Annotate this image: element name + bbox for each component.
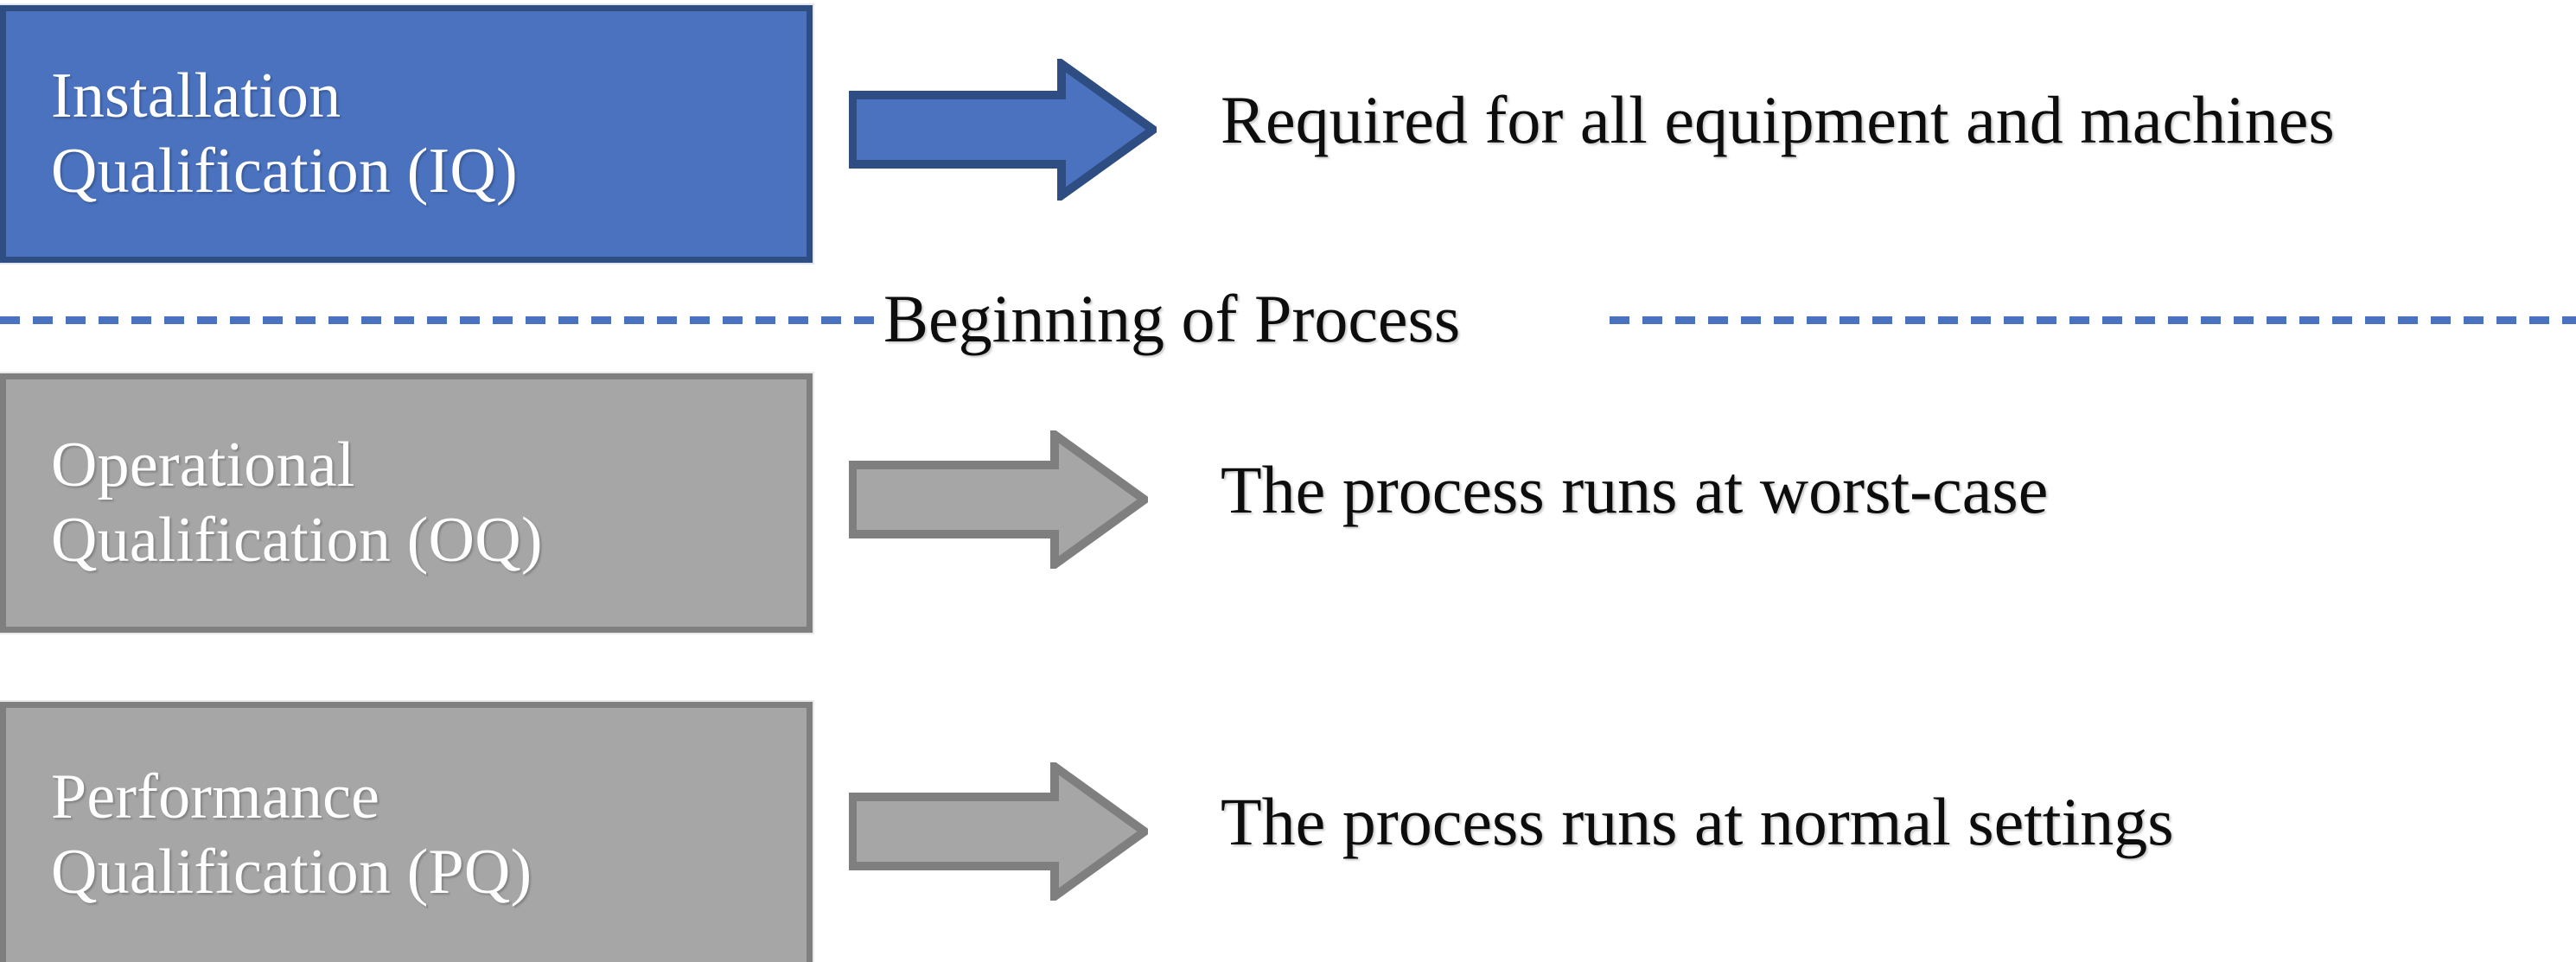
stage-box-iq-line1: Installation xyxy=(51,60,341,131)
description-oq: The process runs at worst-case xyxy=(1221,452,2049,527)
divider-label: Beginning of Process xyxy=(883,281,1461,356)
stage-box-pq-line2: Qualification (PQ) xyxy=(51,837,532,908)
stage-box-oq: Operational Qualification (OQ) xyxy=(0,373,813,633)
stage-box-oq-line2: Qualification (OQ) xyxy=(51,505,543,576)
divider-dash-right xyxy=(1610,316,2576,324)
description-pq: The process runs at normal settings xyxy=(1221,784,2174,859)
right-arrow-icon-oq xyxy=(849,430,1148,569)
stage-box-iq-line2: Qualification (IQ) xyxy=(51,136,518,207)
stage-box-pq-line1: Performance xyxy=(51,761,380,832)
divider-dash-left xyxy=(0,316,875,324)
stage-box-oq-line1: Operational xyxy=(51,429,355,500)
stage-box-iq: Installation Qualification (IQ) xyxy=(0,5,813,263)
stage-box-pq: Performance Qualification (PQ) xyxy=(0,702,813,962)
beginning-of-process-divider: Beginning of Process xyxy=(0,285,2576,358)
right-arrow-icon-iq xyxy=(849,59,1157,201)
right-arrow-icon-pq xyxy=(849,762,1148,901)
description-iq: Required for all equipment and machines xyxy=(1221,82,2335,157)
